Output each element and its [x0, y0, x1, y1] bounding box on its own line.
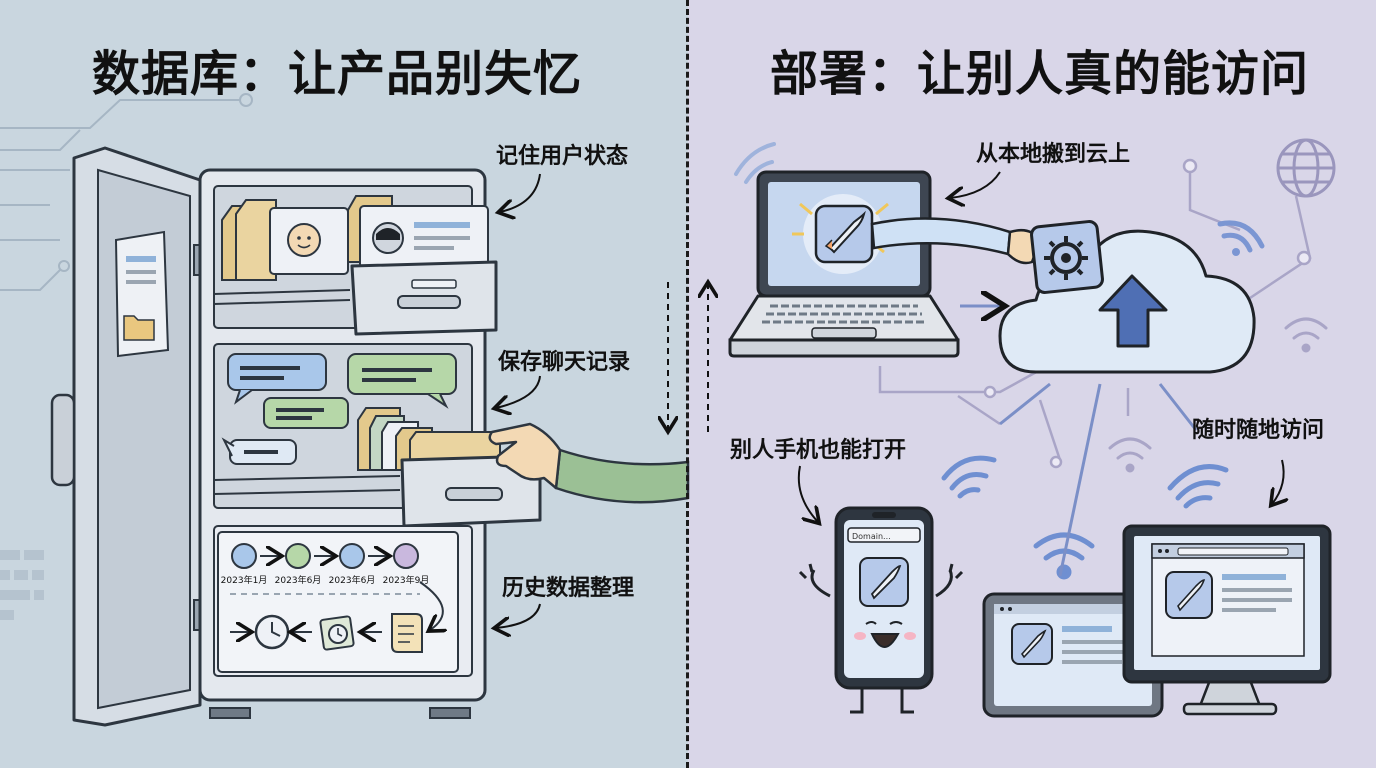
label-access-anywhere: 随时随地访问 — [1192, 418, 1325, 443]
pixel-decoration-left — [0, 550, 44, 620]
label-arrows-right — [797, 171, 1284, 522]
file-cabinet: 2023年1月 2023年6月 2023年6月 2023年9月 — [50, 146, 690, 727]
compartment-history-data: 2023年1月 2023年6月 2023年6月 2023年9月 — [213, 525, 473, 677]
deployment-section-title: 部署：让别人真的能访问 — [770, 46, 1310, 102]
cabinet-door — [50, 146, 205, 727]
timeline-date: 2023年1月 — [221, 574, 268, 586]
wifi-icon — [941, 455, 997, 499]
label-organize-history-data: 历史数据整理 — [502, 576, 635, 601]
phone-url-bar: Domain... — [852, 532, 891, 541]
user-avatar-icon — [269, 207, 349, 275]
chat-bubble-icon — [227, 353, 327, 405]
wifi-icon — [1108, 437, 1152, 473]
cloud-rays — [999, 382, 1198, 577]
rocket-app-icon — [814, 204, 874, 264]
scroll-document-icon — [391, 613, 423, 653]
note-icon — [114, 230, 170, 358]
chat-bubble-icon — [263, 397, 349, 429]
rocket-app-icon — [859, 557, 909, 607]
center-dashed-arrows — [668, 282, 708, 432]
compartment-chat-records — [213, 343, 542, 528]
label-remember-user-state: 记住用户状态 — [496, 144, 629, 169]
cloud-upload-icon — [998, 229, 1256, 374]
laptop — [728, 170, 960, 358]
wifi-icon — [1217, 220, 1265, 256]
phone-character: Domain... — [798, 506, 964, 714]
wifi-icon — [1033, 532, 1095, 580]
circuit-decoration-left — [0, 93, 253, 291]
clock-icon — [254, 614, 290, 650]
gear-icon — [1030, 220, 1104, 294]
label-phone-can-open: 别人手机也能打开 — [730, 438, 907, 463]
desktop-monitor — [1122, 524, 1332, 716]
drawer-1 — [350, 260, 498, 336]
drawer-2 — [400, 454, 542, 528]
label-arrows-left — [496, 173, 541, 628]
label-local-to-cloud: 从本地搬到云上 — [976, 142, 1131, 167]
wifi-icon — [1284, 317, 1328, 353]
archive-clock-icon — [319, 615, 355, 651]
history-process — [230, 613, 423, 653]
timeline-date: 2023年6月 — [329, 574, 376, 586]
wifi-icon — [734, 142, 776, 184]
database-section-title: 数据库：让产品别失忆 — [92, 46, 583, 102]
rocket-app-icon — [1165, 571, 1213, 619]
masked-user-icon — [359, 205, 489, 269]
wifi-icon — [1167, 464, 1229, 509]
label-save-chat-records: 保存聊天记录 — [498, 350, 631, 375]
timeline: 2023年1月 2023年6月 2023年6月 2023年9月 — [221, 543, 443, 630]
timeline-date: 2023年9月 — [383, 574, 430, 586]
hand-arm-illustration — [488, 422, 690, 504]
compartment-user-profiles — [213, 185, 498, 336]
chat-bubble-icon — [347, 353, 457, 409]
chat-bubble-icon — [221, 437, 297, 465]
globe-icon — [1276, 138, 1336, 198]
panel-divider — [686, 0, 689, 768]
rocket-app-icon — [1011, 623, 1053, 665]
timeline-date: 2023年6月 — [275, 574, 322, 586]
